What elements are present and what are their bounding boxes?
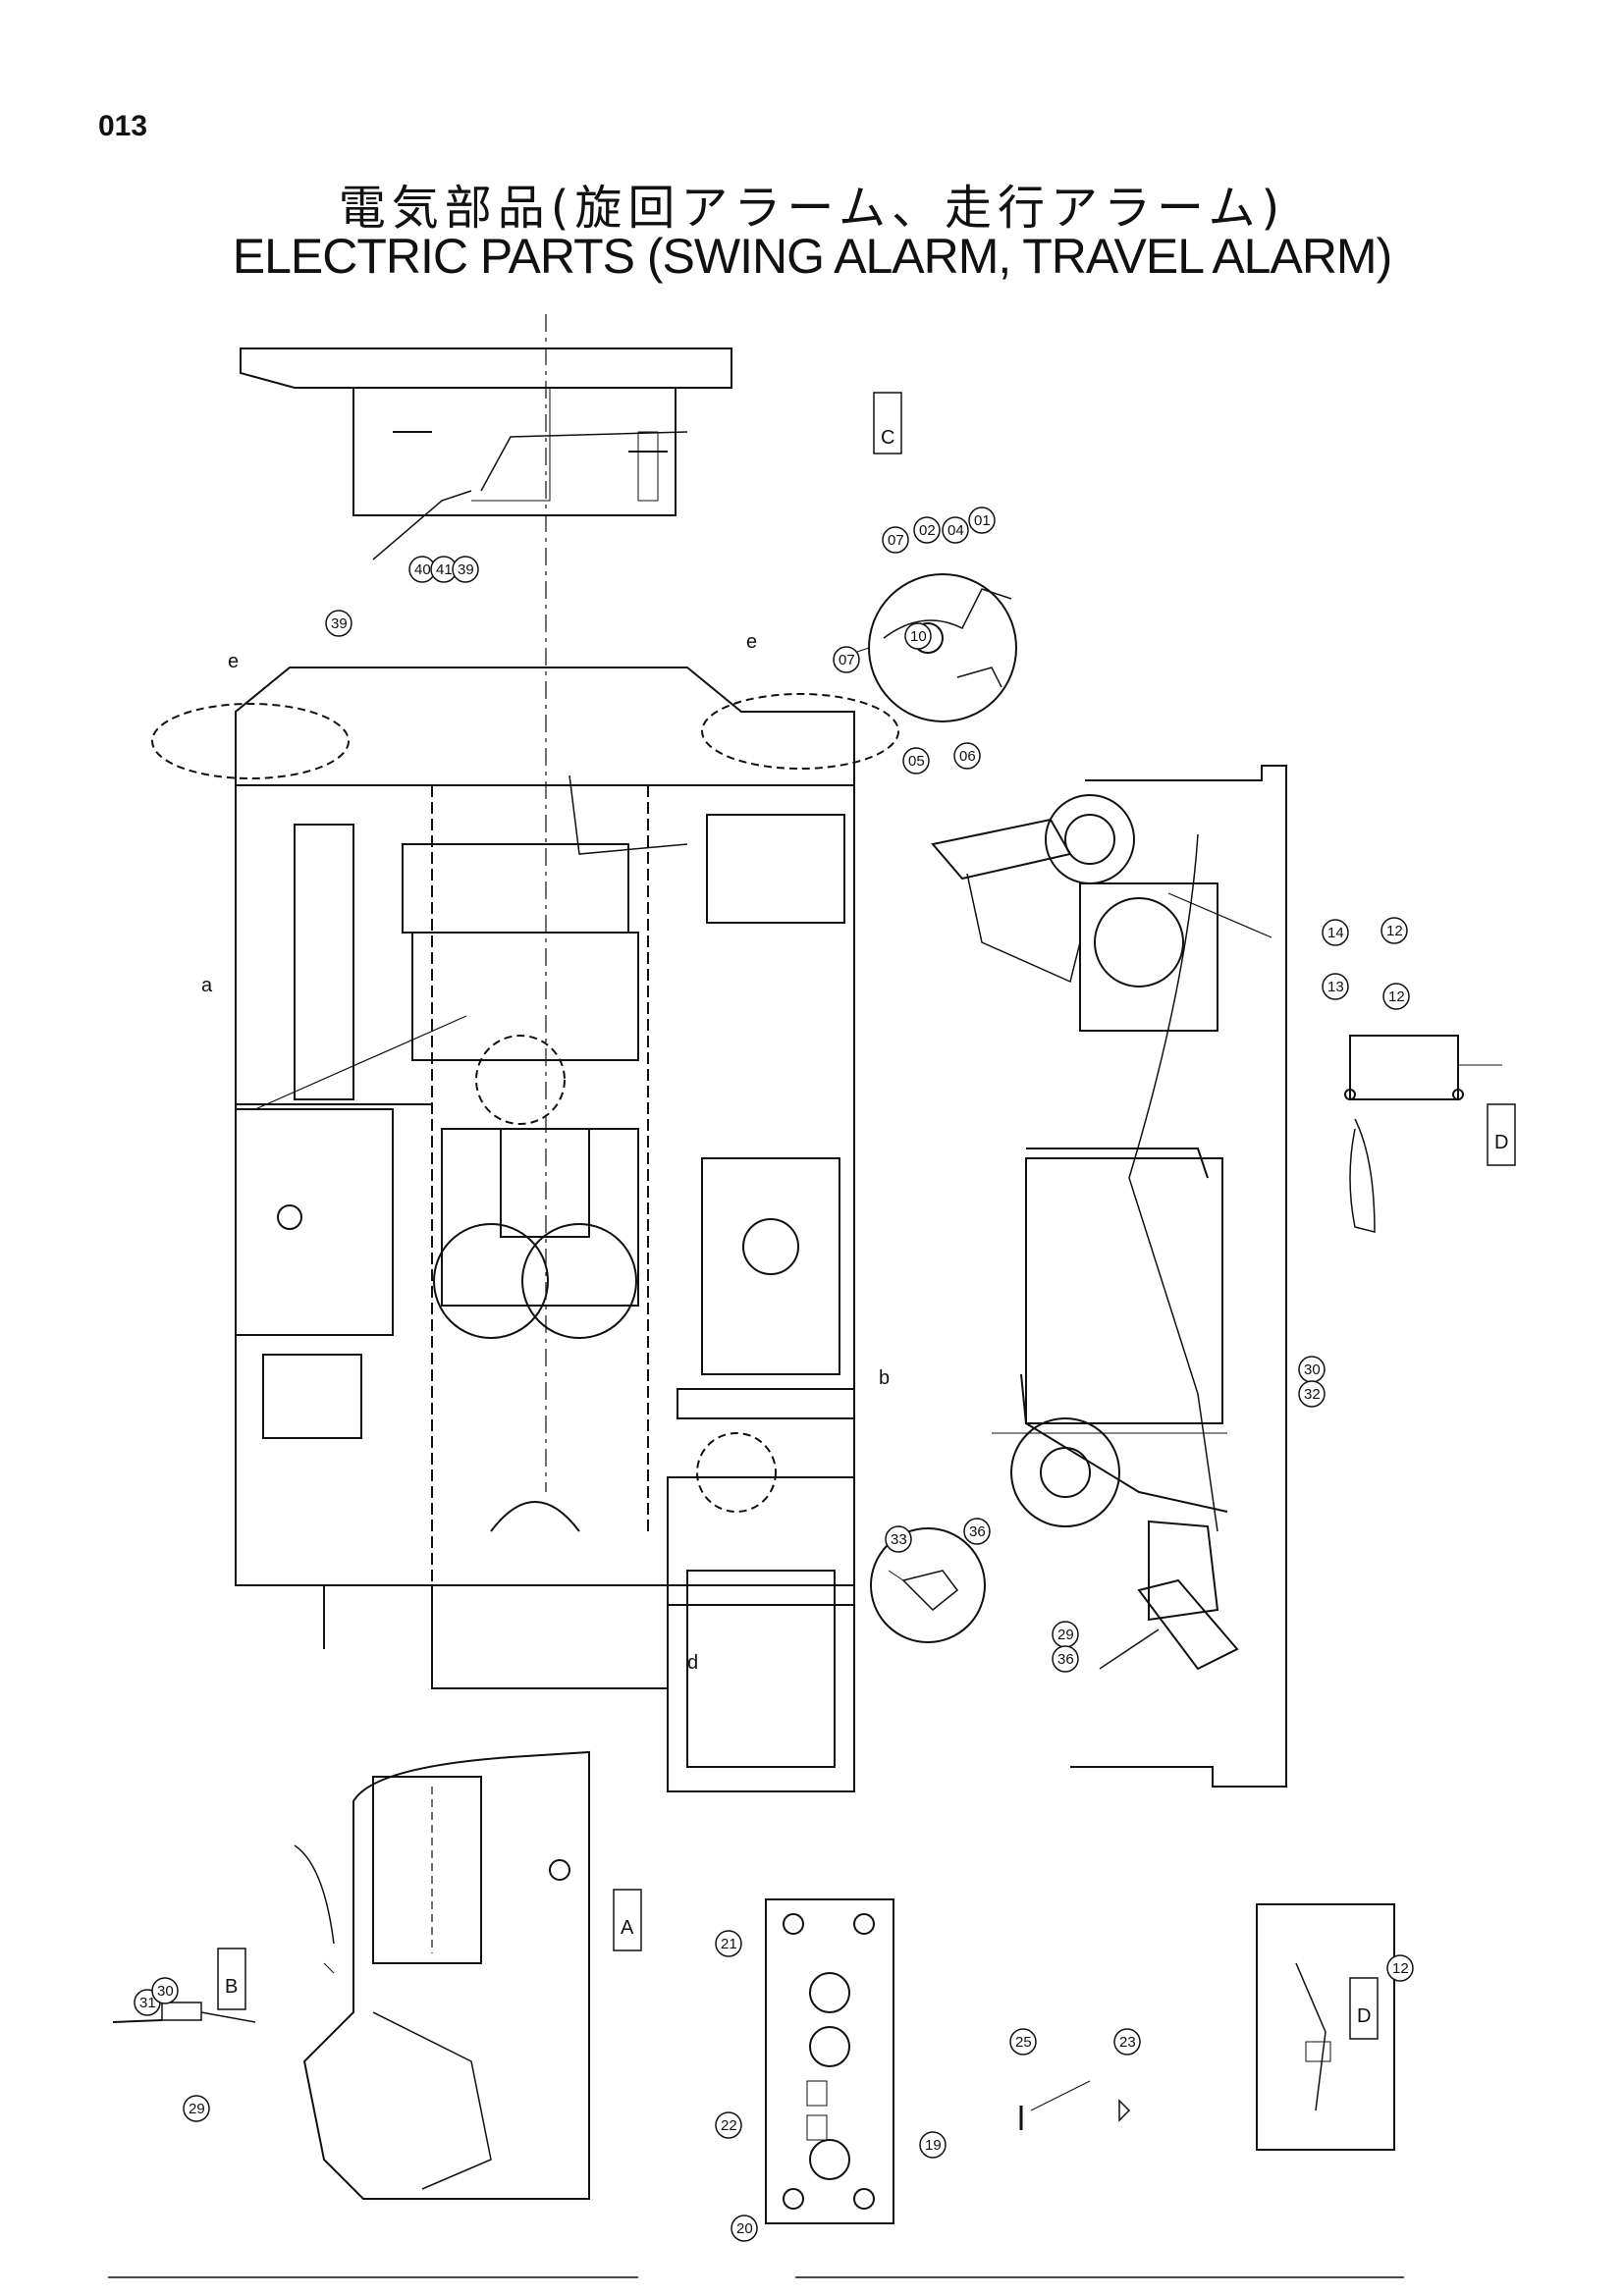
detail-view-A bbox=[294, 1750, 590, 2200]
callout-29: 31 bbox=[139, 1995, 156, 2011]
callout-31: 32 bbox=[1304, 1386, 1321, 1403]
part-callouts bbox=[134, 507, 1414, 2242]
page-number: 013 bbox=[98, 110, 148, 142]
callout-20: 21 bbox=[721, 1936, 737, 1952]
view-label-a: a bbox=[201, 975, 213, 996]
callout-33: 36 bbox=[969, 1523, 986, 1540]
detail-view-B bbox=[112, 2002, 256, 2023]
callout-32: 33 bbox=[891, 1531, 907, 1548]
callout-30: 36 bbox=[1057, 1651, 1074, 1668]
view-label-B: B bbox=[225, 1976, 238, 1998]
detail-view-D bbox=[1344, 1035, 1502, 1233]
callout-13-bottom: 12 bbox=[1392, 1960, 1409, 1977]
detail-c bbox=[1019, 2080, 1131, 2130]
view-label-D-bottom: D bbox=[1357, 2005, 1371, 2027]
callout-10: 10 bbox=[910, 628, 927, 645]
view-label-b: b bbox=[879, 1367, 890, 1389]
callout-19: 20 bbox=[736, 2220, 753, 2237]
view-label-D: D bbox=[1494, 1132, 1508, 1153]
side-elevation-view bbox=[931, 765, 1287, 1788]
detail-e bbox=[853, 573, 1017, 722]
callout-25: 29 bbox=[1057, 1627, 1074, 1643]
callout-36: 39 bbox=[331, 615, 348, 632]
view-label-C: C bbox=[881, 427, 894, 449]
detail-a-panel bbox=[765, 1898, 894, 2224]
callout-26: 30 bbox=[1304, 1362, 1321, 1378]
callout-13: 12 bbox=[1388, 988, 1405, 1005]
callout-39: 39 bbox=[458, 561, 474, 578]
callout-28: 30 bbox=[157, 1983, 174, 2000]
detail-b bbox=[870, 1527, 986, 1643]
detail-view-D-bottom bbox=[1256, 1903, 1395, 2151]
page-title-english: ELECTRIC PARTS (SWING ALARM, TRAVEL ALAR… bbox=[232, 229, 1393, 284]
callout-21: 22 bbox=[721, 2117, 737, 2134]
view-label-e-right: e bbox=[746, 631, 757, 653]
callout-02: 02 bbox=[919, 522, 936, 539]
callout-40: 40 bbox=[414, 561, 431, 578]
view-label-d: d bbox=[687, 1652, 698, 1674]
callout-05: 05 bbox=[908, 753, 925, 770]
view-label-A: A bbox=[621, 1917, 634, 1939]
upper-structure-plan bbox=[151, 667, 899, 1792]
callout-06: 06 bbox=[959, 748, 976, 765]
view-label-e-left: e bbox=[228, 651, 239, 672]
page-title-japanese: 電気部品(旋回アラーム、走行アラーム) bbox=[338, 181, 1286, 236]
callout-27: 29 bbox=[189, 2101, 205, 2117]
counterweight-view bbox=[240, 347, 732, 561]
callout-01: 01 bbox=[974, 512, 991, 529]
callout-41: 41 bbox=[436, 561, 453, 578]
view-labels: C D B A D e e a b d bbox=[201, 427, 1508, 2027]
callout-22: 23 bbox=[1119, 2034, 1136, 2051]
callout-12: 12 bbox=[1386, 923, 1403, 939]
callout-numbers: 07 02 04 01 07 05 06 10 14 13 12 12 30 3… bbox=[139, 512, 1409, 2237]
callout-23: 25 bbox=[1015, 2034, 1032, 2051]
callout-04: 04 bbox=[947, 522, 964, 539]
callout-14: 13 bbox=[1327, 979, 1344, 995]
callout-15: 14 bbox=[1327, 925, 1344, 941]
callout-18: 19 bbox=[925, 2137, 942, 2154]
callout-07: 07 bbox=[839, 652, 855, 668]
callout-08: 07 bbox=[888, 532, 904, 549]
